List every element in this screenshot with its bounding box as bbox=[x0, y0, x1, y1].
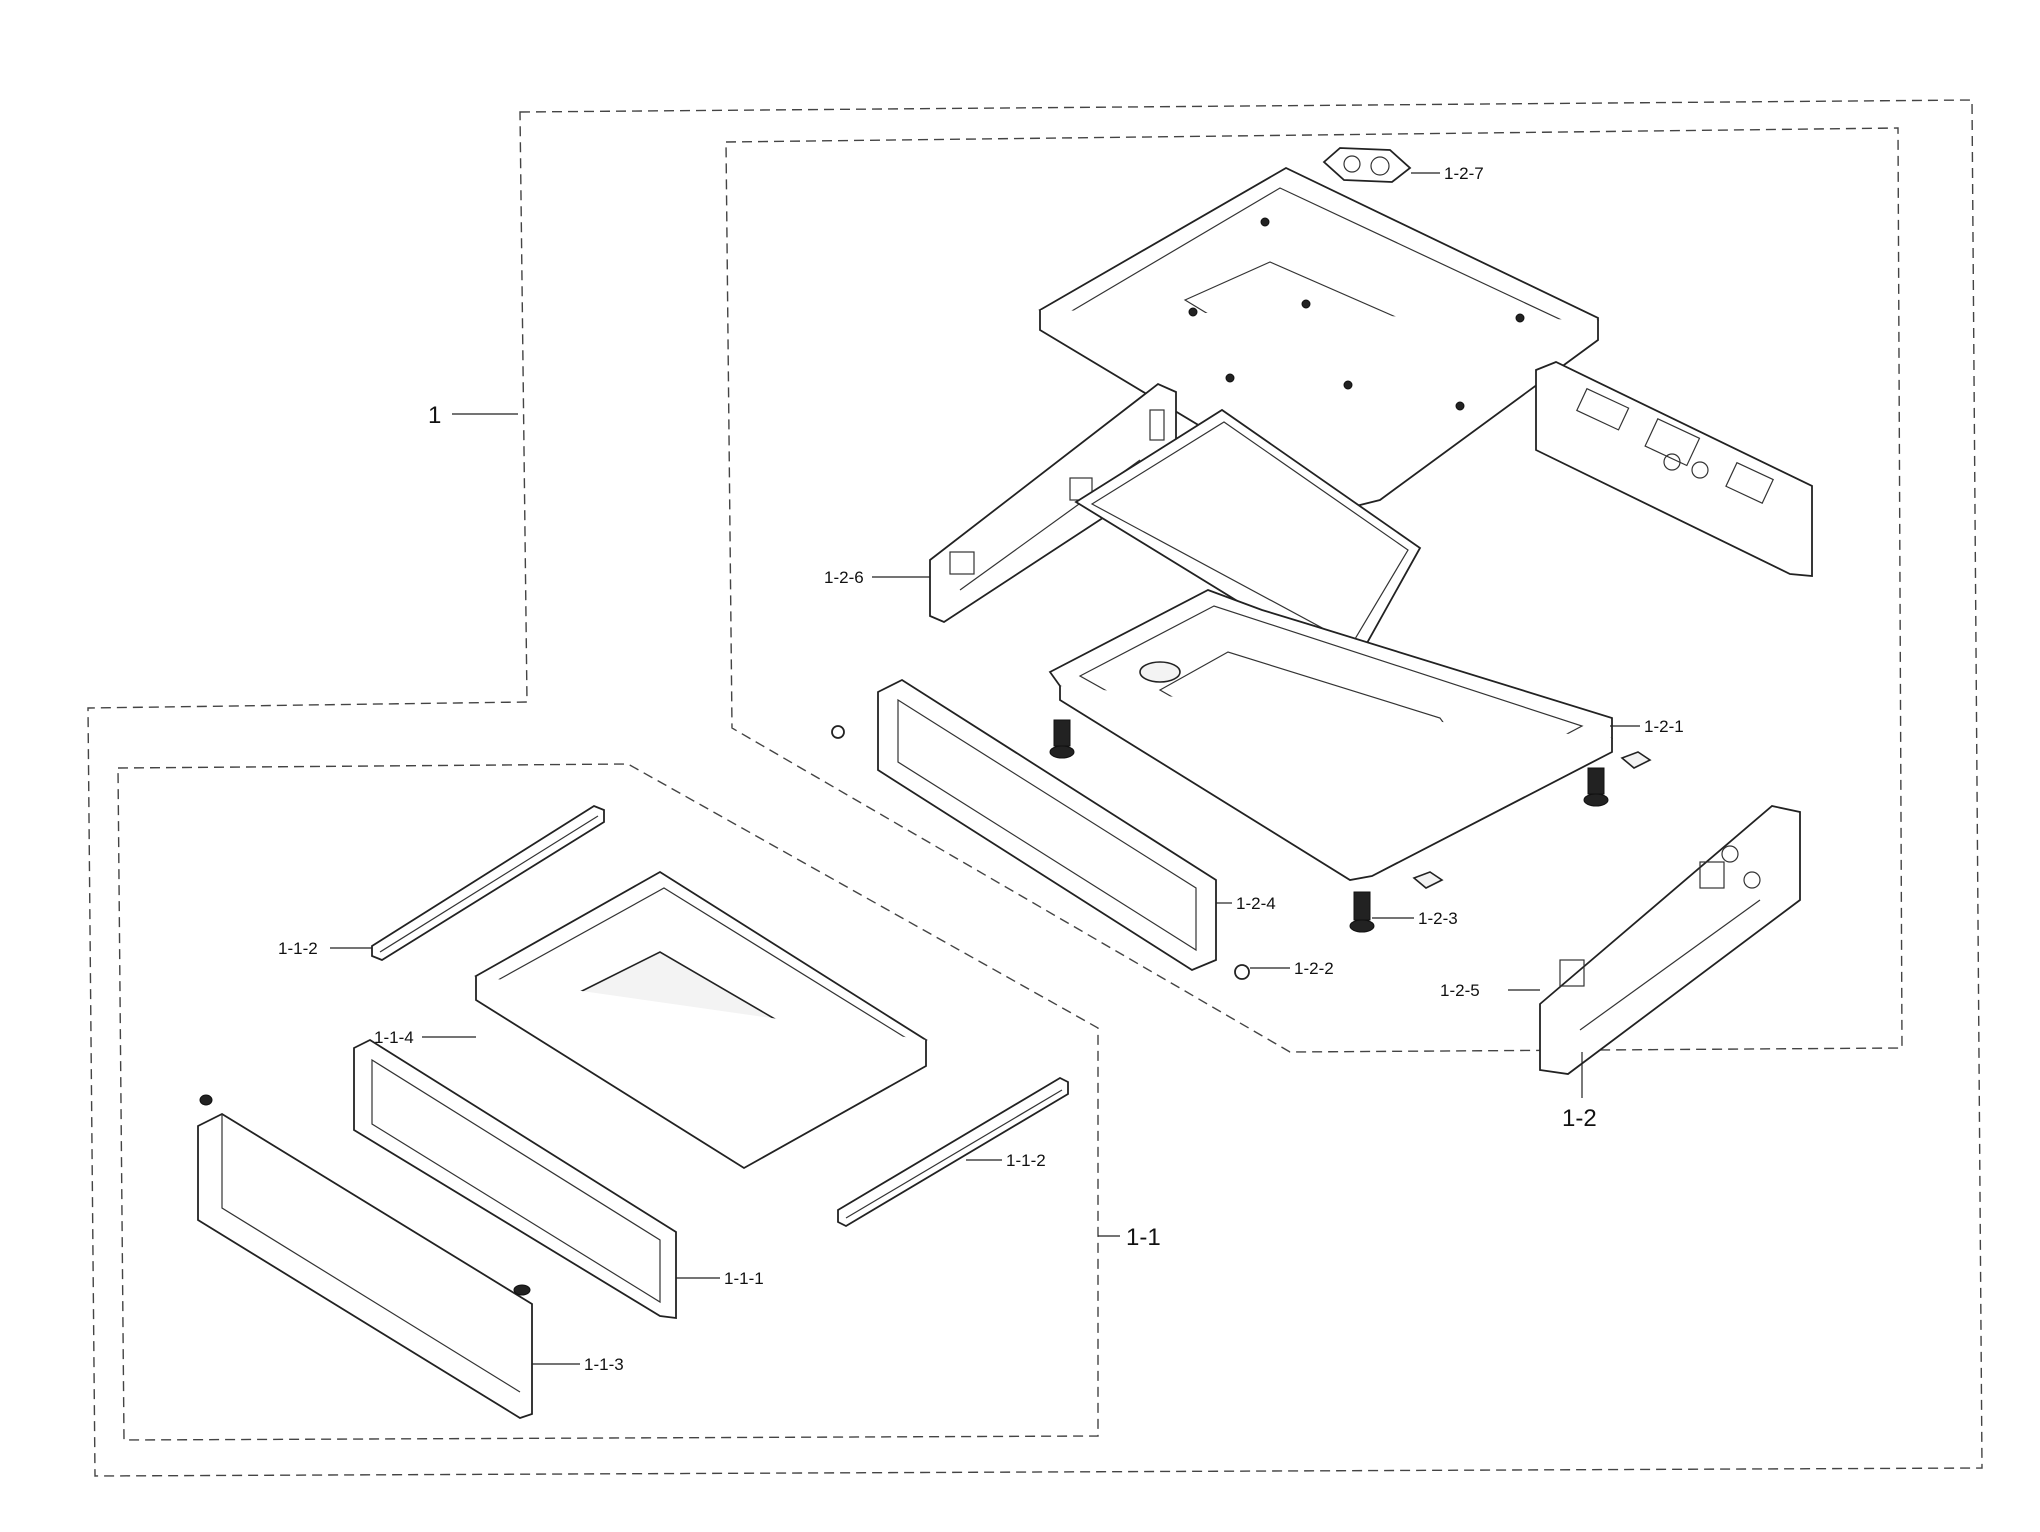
callout-1-1-4: 1-1-4 bbox=[374, 1028, 414, 1047]
callout-1-1-2-right: 1-1-2 bbox=[1006, 1151, 1046, 1170]
leveling-feet bbox=[1049, 719, 1652, 933]
foot-3 bbox=[1349, 891, 1375, 933]
bottom-pan bbox=[1048, 589, 1613, 881]
drawer-front-frame bbox=[353, 1038, 677, 1320]
callout-1-2-2: 1-2-2 bbox=[1294, 959, 1334, 978]
callout-1-2-3: 1-2-3 bbox=[1418, 909, 1458, 928]
callout-1-1-2-left: 1-1-2 bbox=[278, 939, 318, 958]
front-frame bbox=[877, 678, 1217, 972]
callout-1-2-7: 1-2-7 bbox=[1444, 164, 1484, 183]
clips bbox=[831, 725, 1250, 980]
rear-panel-right bbox=[1535, 361, 1813, 577]
top-plate bbox=[1038, 166, 1599, 511]
side-panel-right bbox=[1539, 805, 1801, 1075]
callout-labels: 1 1-2-7 1-2-6 1-2-1 1-2-4 1-2-3 1-2-2 1-… bbox=[278, 164, 1684, 1374]
drawer-tub bbox=[474, 870, 928, 1170]
callout-1-2-4: 1-2-4 bbox=[1236, 894, 1276, 913]
callout-1-1-3: 1-1-3 bbox=[584, 1355, 624, 1374]
leader-lines bbox=[330, 172, 1640, 1365]
assembly-1-boundary bbox=[87, 99, 1983, 1477]
foot-2 bbox=[1583, 767, 1609, 807]
callout-1-2: 1-2 bbox=[1562, 1105, 1597, 1132]
drawer-rail-left bbox=[371, 804, 605, 962]
callout-1-2-5: 1-2-5 bbox=[1440, 981, 1480, 1000]
foot-pad-1 bbox=[1620, 751, 1652, 769]
callout-1-1-1: 1-1-1 bbox=[724, 1269, 764, 1288]
foot-pad-2 bbox=[1412, 871, 1444, 889]
callout-1-2-1: 1-2-1 bbox=[1644, 717, 1684, 736]
gasket-part bbox=[1322, 147, 1412, 183]
foot-1 bbox=[1049, 719, 1075, 759]
assembly-1-2-boundary bbox=[725, 127, 1903, 1053]
assembly-1-1-boundary bbox=[117, 763, 1099, 1441]
callout-1-1: 1-1 bbox=[1126, 1224, 1161, 1251]
group-boundaries bbox=[87, 99, 1983, 1477]
callout-1-2-6: 1-2-6 bbox=[824, 568, 864, 587]
drawer-front-panel bbox=[197, 1094, 533, 1419]
callout-1: 1 bbox=[428, 402, 441, 429]
drawer-rail-right bbox=[837, 1076, 1069, 1228]
